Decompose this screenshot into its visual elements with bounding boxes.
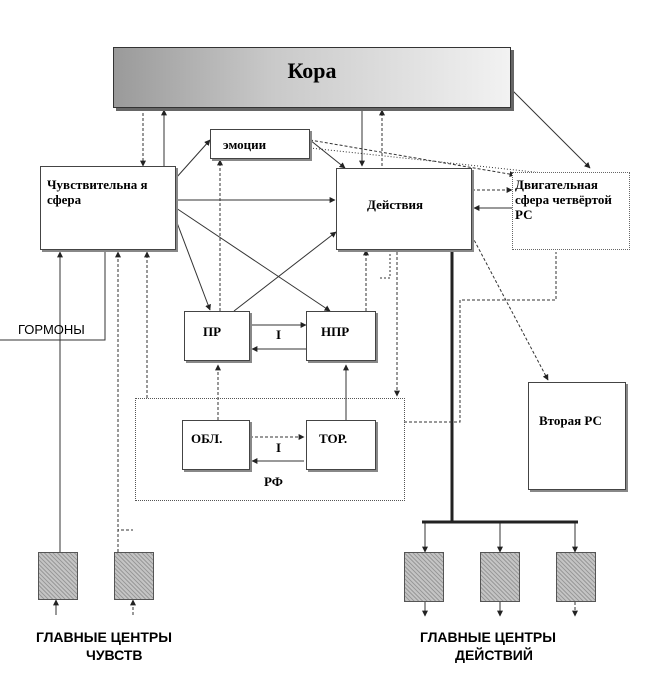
emotions-label: эмоции — [223, 137, 267, 152]
cortex-label: Кора — [287, 58, 337, 83]
hormones-label: ГОРМОНЫ — [18, 322, 85, 337]
second-rs-label: Вторая РС — [539, 413, 602, 428]
motor-sphere-box: Двигательная сфера четвёртой РС — [512, 172, 630, 250]
second-rs-box: Вторая РС — [528, 382, 626, 490]
sensory-center-2 — [114, 552, 154, 600]
sensory-sphere-label: Чувствительна я сфера — [47, 177, 148, 207]
pr-label: ПР — [203, 324, 222, 339]
center2-loop — [117, 529, 133, 552]
actions-box: Действия — [336, 168, 472, 250]
arrow-sensory-to-pr — [175, 219, 211, 311]
action-center-2 — [480, 552, 520, 602]
sensory-sphere-box: Чувствительна я сфера — [40, 166, 176, 250]
emotions-box: эмоции — [210, 129, 310, 159]
npr-label: НПР — [321, 324, 350, 339]
sensory-centers-caption-1: ГЛАВНЫЕ ЦЕНТРЫ — [36, 629, 172, 645]
action-center-3 — [556, 552, 596, 602]
obl-tor-i-label: I — [276, 440, 282, 455]
actions-label: Действия — [367, 197, 424, 212]
arrow-emotions-to-actions — [309, 139, 346, 169]
arrow-sensory-to-emotions — [175, 139, 211, 179]
rf-label: РФ — [264, 474, 283, 489]
sensory-center-1 — [38, 552, 78, 600]
tor-label: ТОР. — [319, 431, 348, 446]
sensory-centers-caption-2: ЧУВСТВ — [86, 647, 143, 663]
npr-box: НПР — [306, 311, 376, 361]
aux-line — [380, 252, 391, 279]
arrow-pr-to-actions — [233, 231, 337, 312]
arrow-sensory-to-npr — [175, 207, 331, 312]
tor-box: ТОР. — [306, 420, 376, 470]
action-centers-caption-1: ГЛАВНЫЕ ЦЕНТРЫ — [420, 629, 556, 645]
arrow-actions-to-second-rs — [471, 235, 549, 381]
pr-box: ПР — [184, 311, 250, 361]
cortex-box: Кора — [113, 47, 511, 108]
hormones-line — [0, 252, 106, 341]
rf-frame — [135, 398, 405, 501]
rf-to-motor-line — [404, 252, 557, 423]
obl-box: ОБЛ. — [182, 420, 250, 470]
motor-sphere-label: Двигательная сфера четвёртой РС — [515, 177, 612, 222]
obl-label: ОБЛ. — [191, 431, 223, 446]
arrow-cortex-to-motor — [511, 89, 591, 169]
action-centers-caption-2: ДЕЙСТВИЙ — [455, 647, 533, 663]
action-center-1 — [404, 552, 444, 602]
pr-npr-i-label: I — [276, 327, 282, 342]
